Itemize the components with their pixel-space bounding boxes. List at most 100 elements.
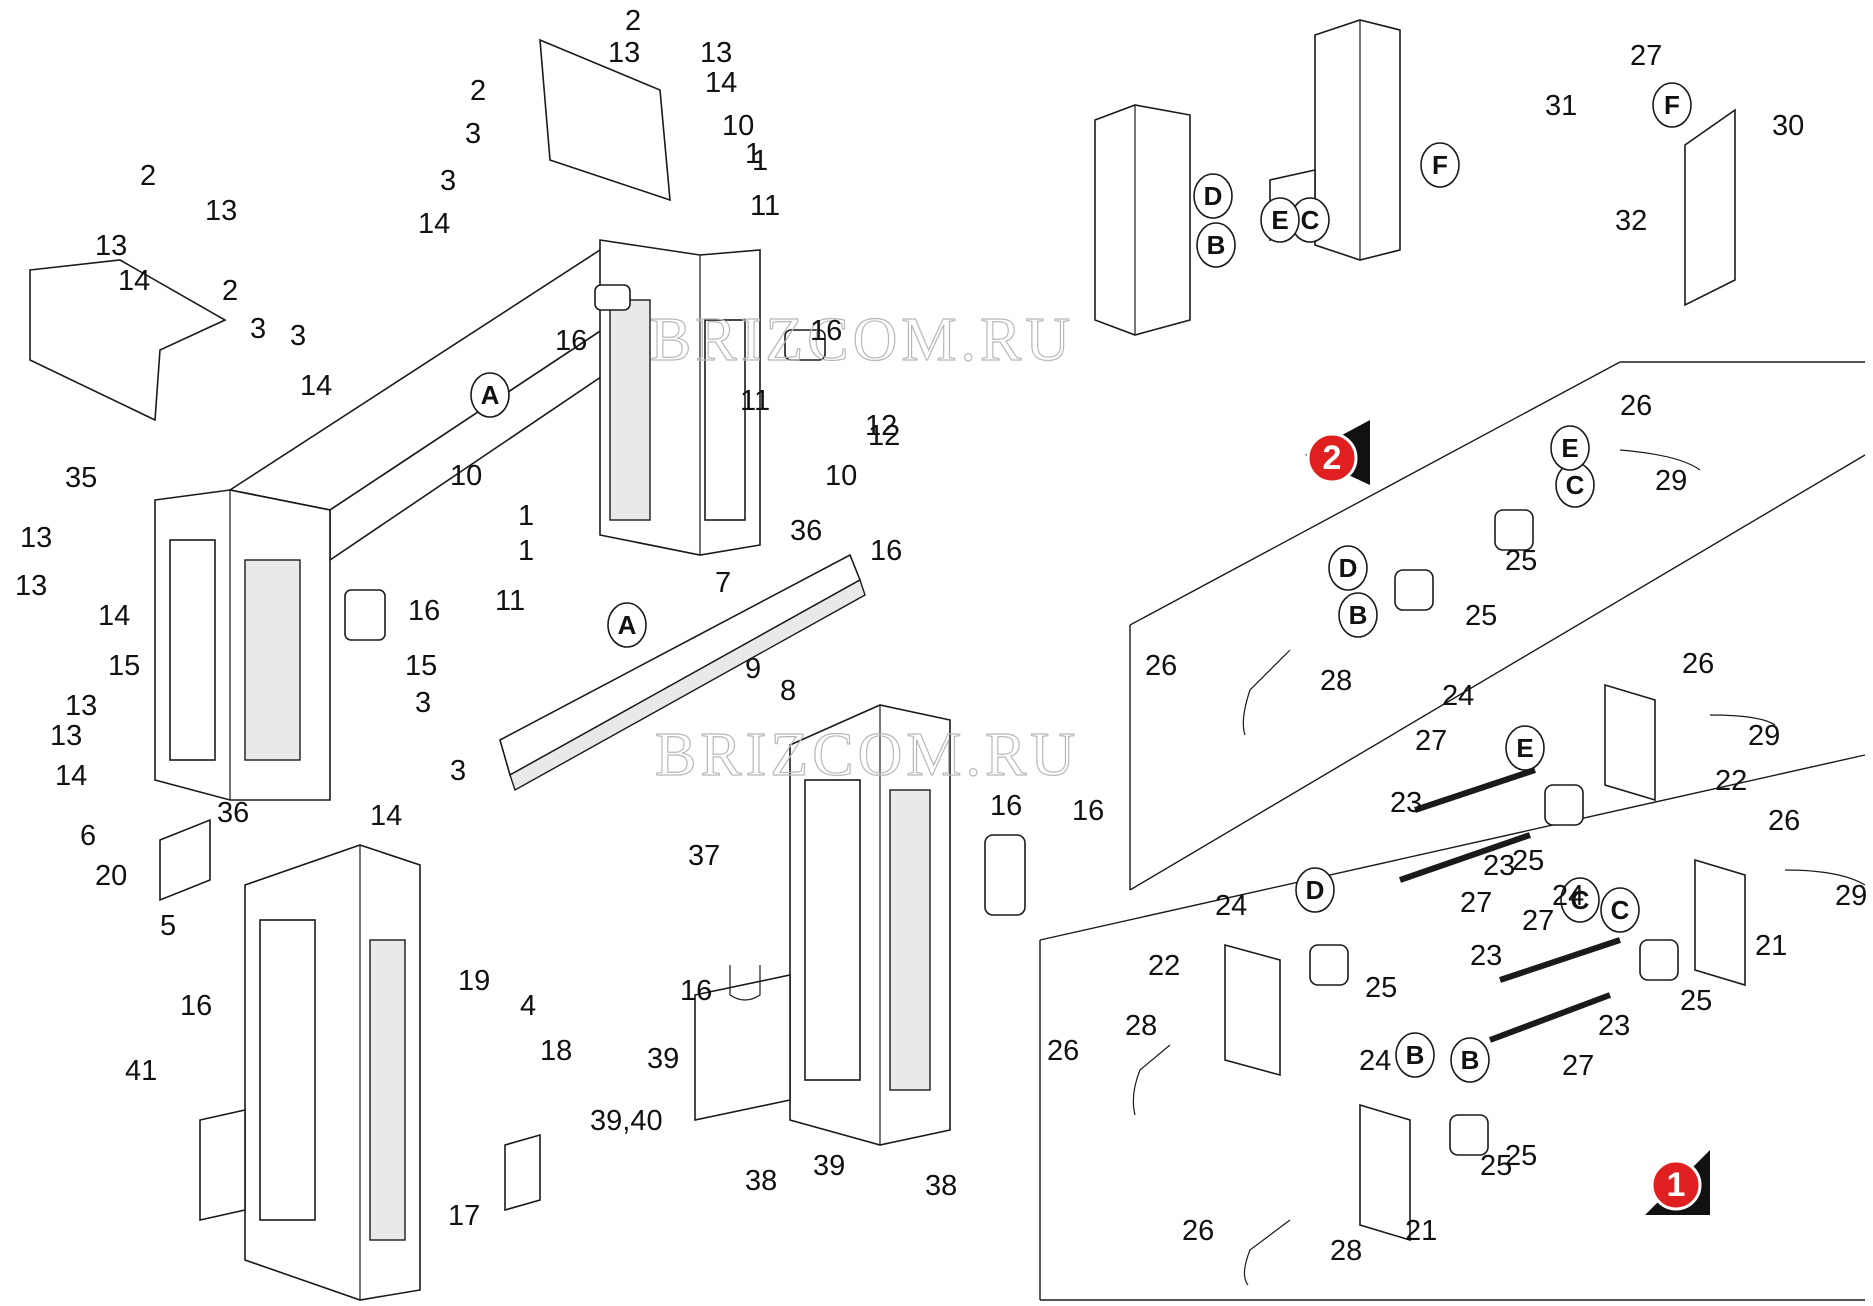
callout-3: 3 (290, 320, 306, 352)
callout-38: 38 (745, 1165, 777, 1197)
callout-11: 11 (750, 190, 780, 222)
callout-39-40: 39,40 (590, 1105, 663, 1137)
callout-39: 39 (647, 1043, 679, 1075)
view-bubble-b: B (1338, 592, 1378, 638)
callout-41: 41 (125, 1055, 157, 1087)
view-bubble-c: C (1560, 877, 1600, 923)
detail-badge-1: 1 (1645, 1150, 1710, 1215)
callout-16: 16 (408, 595, 440, 627)
view-bubble-label: C (1571, 885, 1590, 915)
callout-14: 14 (370, 800, 402, 832)
detail-badge-2: 2 (1305, 420, 1370, 485)
callout-14: 14 (300, 370, 332, 402)
callout-22: 22 (1715, 765, 1747, 797)
callout-25: 25 (1505, 545, 1537, 577)
callout-25: 25 (1680, 985, 1712, 1017)
callout-25: 25 (1512, 845, 1544, 877)
frame-assembly (29, 38, 1026, 1301)
view-bubble-label: D (1204, 181, 1223, 211)
callout-10: 10 (825, 460, 857, 492)
callout-28: 28 (1330, 1235, 1362, 1267)
callout-10: 10 (450, 460, 482, 492)
view-bubble-label: B (1406, 1040, 1425, 1070)
callout-14: 14 (98, 600, 130, 632)
view-bubble-c: C (1600, 887, 1640, 933)
callout-26: 26 (1145, 650, 1177, 682)
view-bubble-label: E (1561, 433, 1578, 463)
callout-1: 1 (745, 138, 761, 170)
svg-text:1: 1 (1667, 1166, 1686, 1204)
view-bubble-label: F (1432, 150, 1448, 180)
callout-2: 2 (222, 275, 238, 307)
callout-2: 2 (470, 75, 486, 107)
view-bubble-e: E (1260, 197, 1300, 243)
callout-24: 24 (1359, 1045, 1391, 1077)
reference-columns (1094, 19, 1736, 336)
callout-29: 29 (1748, 720, 1780, 752)
callout-17: 17 (448, 1200, 480, 1232)
view-bubble-e: E (1550, 425, 1590, 471)
callout-24: 24 (1442, 680, 1474, 712)
callout-14: 14 (705, 67, 737, 99)
view-bubble-a: A (607, 602, 647, 648)
callout-25: 25 (1465, 600, 1497, 632)
callout-23: 23 (1483, 850, 1515, 882)
callout-13: 13 (50, 720, 82, 752)
callout-36: 36 (217, 797, 249, 829)
view-bubble-label: C (1611, 895, 1630, 925)
view-bubble-label: B (1461, 1045, 1480, 1075)
view-bubble-a: A (470, 372, 510, 418)
callout-26: 26 (1768, 805, 1800, 837)
callout-27: 27 (1460, 887, 1492, 919)
callout-35: 35 (65, 462, 97, 494)
callout-11: 11 (740, 385, 770, 417)
callout-6: 6 (80, 820, 96, 852)
callout-31: 31 (1545, 90, 1577, 122)
callout-38: 38 (925, 1170, 957, 1202)
callout-24: 24 (1215, 890, 1247, 922)
callout-13: 13 (608, 37, 640, 69)
callout-28: 28 (1125, 1010, 1157, 1042)
callout-7: 7 (715, 567, 731, 599)
callout-14: 14 (55, 760, 87, 792)
callout-16: 16 (180, 990, 212, 1022)
callout-23: 23 (1390, 787, 1422, 819)
callout-3: 3 (415, 687, 431, 719)
callout-13: 13 (95, 230, 127, 262)
callout-27: 27 (1562, 1050, 1594, 1082)
callout-28: 28 (1320, 665, 1352, 697)
callout-39: 39 (813, 1150, 845, 1182)
watermark-middle: BRIZCOM.RU (655, 721, 1079, 789)
callout-26: 26 (1182, 1215, 1214, 1247)
callout-37: 37 (688, 840, 720, 872)
callout-16: 16 (870, 535, 902, 567)
callout-16: 16 (1072, 795, 1104, 827)
callout-30: 30 (1772, 110, 1804, 142)
callout-24: 24 (1552, 880, 1584, 912)
callout-32: 32 (1615, 205, 1647, 237)
callout-25: 25 (1365, 972, 1397, 1004)
callout-26: 26 (1682, 648, 1714, 680)
view-bubble-label: E (1271, 205, 1288, 235)
view-bubble-f: F (1652, 82, 1692, 128)
callout-13: 13 (205, 195, 237, 227)
view-bubble-c: C (1555, 462, 1595, 508)
callout-2: 2 (625, 5, 641, 37)
view-bubble-c: C (1290, 197, 1330, 243)
callout-3: 3 (250, 313, 266, 345)
callout-15: 15 (405, 650, 437, 682)
callout-14: 14 (418, 208, 450, 240)
callout-21: 21 (1755, 930, 1787, 962)
callout-9: 9 (745, 653, 761, 685)
view-bubble-d: D (1328, 545, 1368, 591)
callout-10: 10 (722, 110, 754, 142)
callout-12: 12 (865, 410, 897, 442)
callout-3: 3 (450, 755, 466, 787)
callout-16: 16 (990, 790, 1022, 822)
detail-frame-1 (1039, 754, 1866, 1301)
view-bubble-label: B (1207, 230, 1226, 260)
view-bubble-e: E (1505, 725, 1545, 771)
callout-19: 19 (458, 965, 490, 997)
